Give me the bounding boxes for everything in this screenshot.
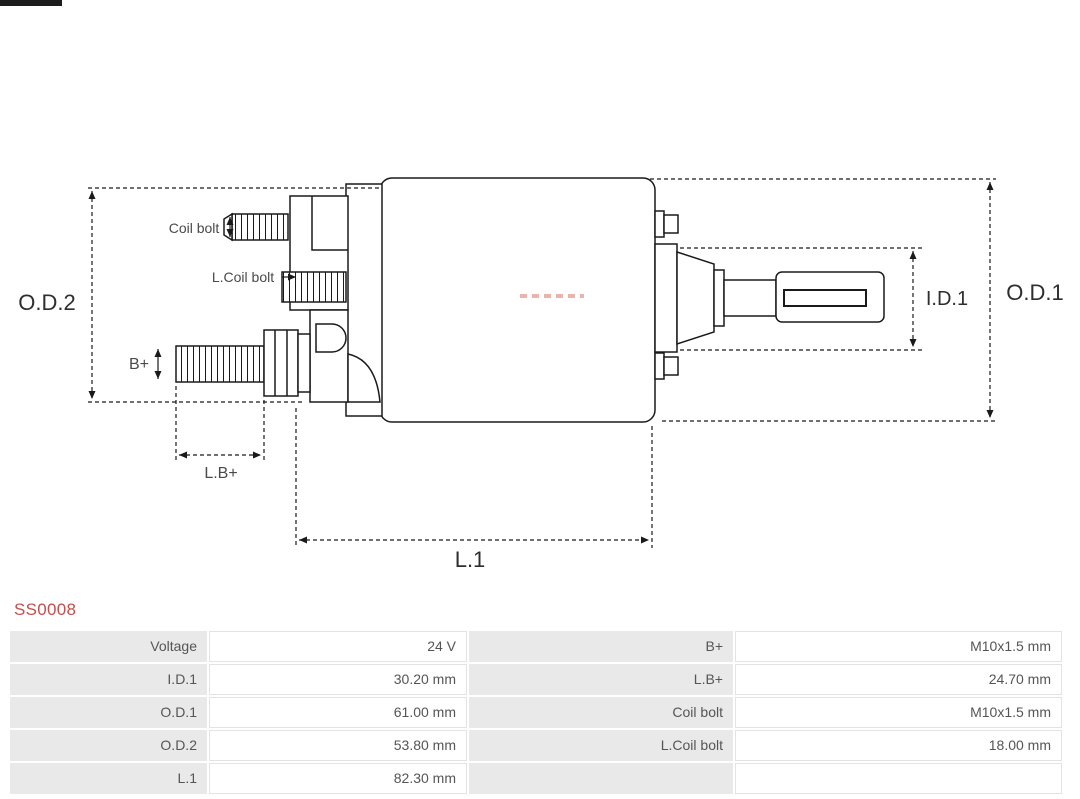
dimension-od2 [88, 187, 382, 403]
terminal-stub-top [654, 210, 665, 238]
spec-value: 24.70 mm [735, 664, 1062, 695]
terminal-stub-top-cap [663, 214, 679, 234]
logo-fragment [0, 0, 62, 6]
spec-row: Voltage 24 V B+ M10x1.5 mm [10, 631, 1064, 662]
bplus-hex-nut [263, 329, 299, 397]
od2-label: O.D.2 [18, 290, 75, 315]
spec-label: Coil bolt [469, 697, 733, 728]
product-code-heading: SS0008 [14, 600, 77, 619]
dimension-id1 [680, 247, 922, 351]
dimension-lb-plus [175, 386, 265, 462]
flange-step-detail [311, 196, 348, 251]
spec-label: O.D.2 [10, 730, 207, 761]
spec-section: SS0008 Voltage 24 V B+ M10x1.5 mm I.D.1 … [10, 600, 1064, 796]
plunger-slot [783, 289, 867, 307]
spec-label: L.Coil bolt [469, 730, 733, 761]
spec-value: M10x1.5 mm [735, 631, 1062, 662]
solenoid-body-outline [175, 177, 885, 423]
spec-row: O.D.2 53.80 mm L.Coil bolt 18.00 mm [10, 730, 1064, 761]
spec-label: I.D.1 [10, 664, 207, 695]
spec-value: 61.00 mm [209, 697, 467, 728]
bplus-washer [297, 333, 311, 393]
plunger-collar [713, 269, 725, 327]
spec-row: L.1 82.30 mm [10, 763, 1064, 794]
terminal-stub-bottom [654, 352, 665, 380]
b-plus-label: B+ [129, 356, 149, 373]
od1-label: O.D.1 [1006, 280, 1063, 305]
spec-label: O.D.1 [10, 697, 207, 728]
plunger-disc [654, 243, 678, 353]
plunger-cone [676, 250, 715, 346]
coil-bolt-stud [231, 213, 289, 241]
bplus-stud [175, 345, 265, 383]
flange-fillet [347, 353, 381, 403]
spec-row: I.D.1 30.20 mm L.B+ 24.70 mm [10, 664, 1064, 695]
plunger-shaft [723, 279, 777, 317]
spec-value: 24 V [209, 631, 467, 662]
main-cylinder [379, 177, 656, 423]
pin-rounded-cap [315, 323, 347, 353]
spec-value: 82.30 mm [209, 763, 467, 794]
spec-value: M10x1.5 mm [735, 697, 1062, 728]
spec-label [469, 763, 733, 794]
spec-row: O.D.1 61.00 mm Coil bolt M10x1.5 mm [10, 697, 1064, 728]
dimension-l1 [295, 408, 653, 548]
spec-label: L.1 [10, 763, 207, 794]
id1-label: I.D.1 [926, 288, 968, 310]
spec-value: 30.20 mm [209, 664, 467, 695]
spec-value [735, 763, 1062, 794]
spec-table: Voltage 24 V B+ M10x1.5 mm I.D.1 30.20 m… [10, 631, 1064, 794]
coil-bolt-tip [223, 212, 233, 242]
l-coil-bolt-label: L.Coil bolt [212, 269, 274, 285]
spec-label: Voltage [10, 631, 207, 662]
l1-label: L.1 [455, 547, 486, 572]
lb-plus-label: L.B+ [204, 465, 237, 482]
dimension-od1 [650, 178, 996, 422]
solenoid-technical-drawing: O.D.2 O.D.1 I.D.1 L.1 L.B+ B+ Coil bolt … [18, 177, 1064, 572]
spec-value: 18.00 mm [735, 730, 1062, 761]
coil-bolt-label: Coil bolt [169, 220, 220, 236]
spec-label: B+ [469, 631, 733, 662]
spec-label: L.B+ [469, 664, 733, 695]
spec-value: 53.80 mm [209, 730, 467, 761]
terminal-stub-bottom-cap [663, 356, 679, 376]
